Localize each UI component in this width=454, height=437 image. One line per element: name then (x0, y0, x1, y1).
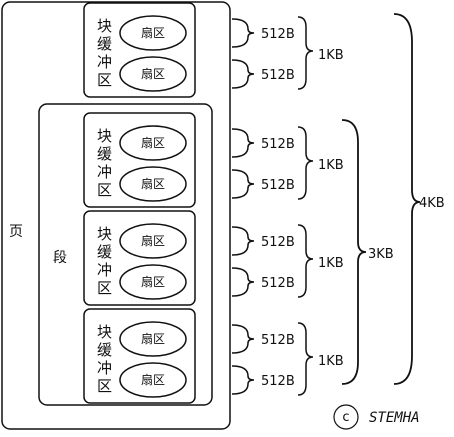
sector-size-label: 512B (261, 333, 295, 348)
block-size-label: 1KB (318, 158, 344, 173)
buffer-block-label-char: 冲 (97, 163, 112, 181)
sector-ellipse (119, 125, 187, 161)
segment-box (38, 103, 213, 406)
sector-size-label: 512B (261, 374, 295, 389)
buffer-block-label-char: 区 (97, 71, 112, 89)
sector-size-label: 512B (261, 178, 295, 193)
page-brace (393, 13, 421, 385)
sector-size-label: 512B (261, 137, 295, 152)
segment-size-label: 3KB (368, 247, 394, 262)
sector-brace (231, 324, 255, 354)
sector-brace (231, 226, 255, 256)
sector-label: 扇区 (141, 372, 165, 387)
sector-ellipse (119, 321, 187, 357)
buffer-block-label-char: 块 (97, 225, 112, 243)
buffer-block-label-char: 区 (97, 181, 112, 199)
sector-label: 扇区 (141, 66, 165, 81)
watermark-text: STEMHA (369, 410, 420, 426)
segment-label: 段 (53, 250, 67, 266)
block-size-label: 1KB (318, 354, 344, 369)
buffer-block-box (83, 308, 196, 404)
buffer-block-label-char: 缓 (97, 243, 112, 261)
sector-size-label: 512B (261, 235, 295, 250)
sector-brace (231, 267, 255, 297)
sector-ellipse (119, 15, 187, 51)
segment-brace (341, 119, 367, 385)
page-label: 页 (9, 224, 23, 240)
buffer-block-label-char: 块 (97, 17, 112, 35)
copyright-circle (333, 404, 359, 430)
sector-size-label: 512B (261, 276, 295, 291)
sector-ellipse (119, 223, 187, 259)
buffer-block-label-char: 缓 (97, 35, 112, 53)
sector-brace (231, 365, 255, 395)
sector-brace (231, 169, 255, 199)
buffer-block-label-char: 块 (97, 127, 112, 145)
sector-label: 扇区 (141, 176, 165, 191)
page-box (1, 1, 231, 430)
buffer-block-box (83, 2, 196, 98)
block-brace (297, 126, 314, 200)
buffer-block-label-char: 冲 (97, 359, 112, 377)
buffer-block-label-char: 区 (97, 279, 112, 297)
sector-label: 扇区 (141, 233, 165, 248)
sector-label: 扇区 (141, 25, 165, 40)
buffer-block-label-char: 区 (97, 377, 112, 395)
buffer-block-label-char: 块 (97, 323, 112, 341)
buffer-block-box (83, 112, 196, 208)
sector-brace (231, 59, 255, 89)
braces-layer: 512B 512B 1KB 512B 512B 1KB 512B 512B 1KB 512B 512… (231, 13, 445, 396)
sector-brace (231, 128, 255, 158)
buffer-block-label-char: 缓 (97, 341, 112, 359)
buffer-block-label-char: 冲 (97, 53, 112, 71)
block-size-label: 1KB (318, 48, 344, 63)
sector-size-label: 512B (261, 27, 295, 42)
block-size-label: 1KB (318, 256, 344, 271)
buffer-block-label-char: 缓 (97, 145, 112, 163)
block-brace (297, 16, 314, 90)
sector-ellipse (119, 362, 187, 398)
sector-label: 扇区 (141, 331, 165, 346)
block-brace (297, 224, 314, 298)
sector-size-label: 512B (261, 68, 295, 83)
sector-ellipse (119, 56, 187, 92)
buffer-block-label-char: 冲 (97, 261, 112, 279)
page-size-label: 4KB (419, 196, 445, 211)
buffer-block-box (83, 210, 196, 306)
sector-label: 扇区 (141, 135, 165, 150)
sector-ellipse (119, 166, 187, 202)
sector-label: 扇区 (141, 274, 165, 289)
sector-ellipse (119, 264, 187, 300)
copyright-symbol: c (342, 410, 349, 425)
block-brace (297, 322, 314, 396)
sector-brace (231, 18, 255, 48)
